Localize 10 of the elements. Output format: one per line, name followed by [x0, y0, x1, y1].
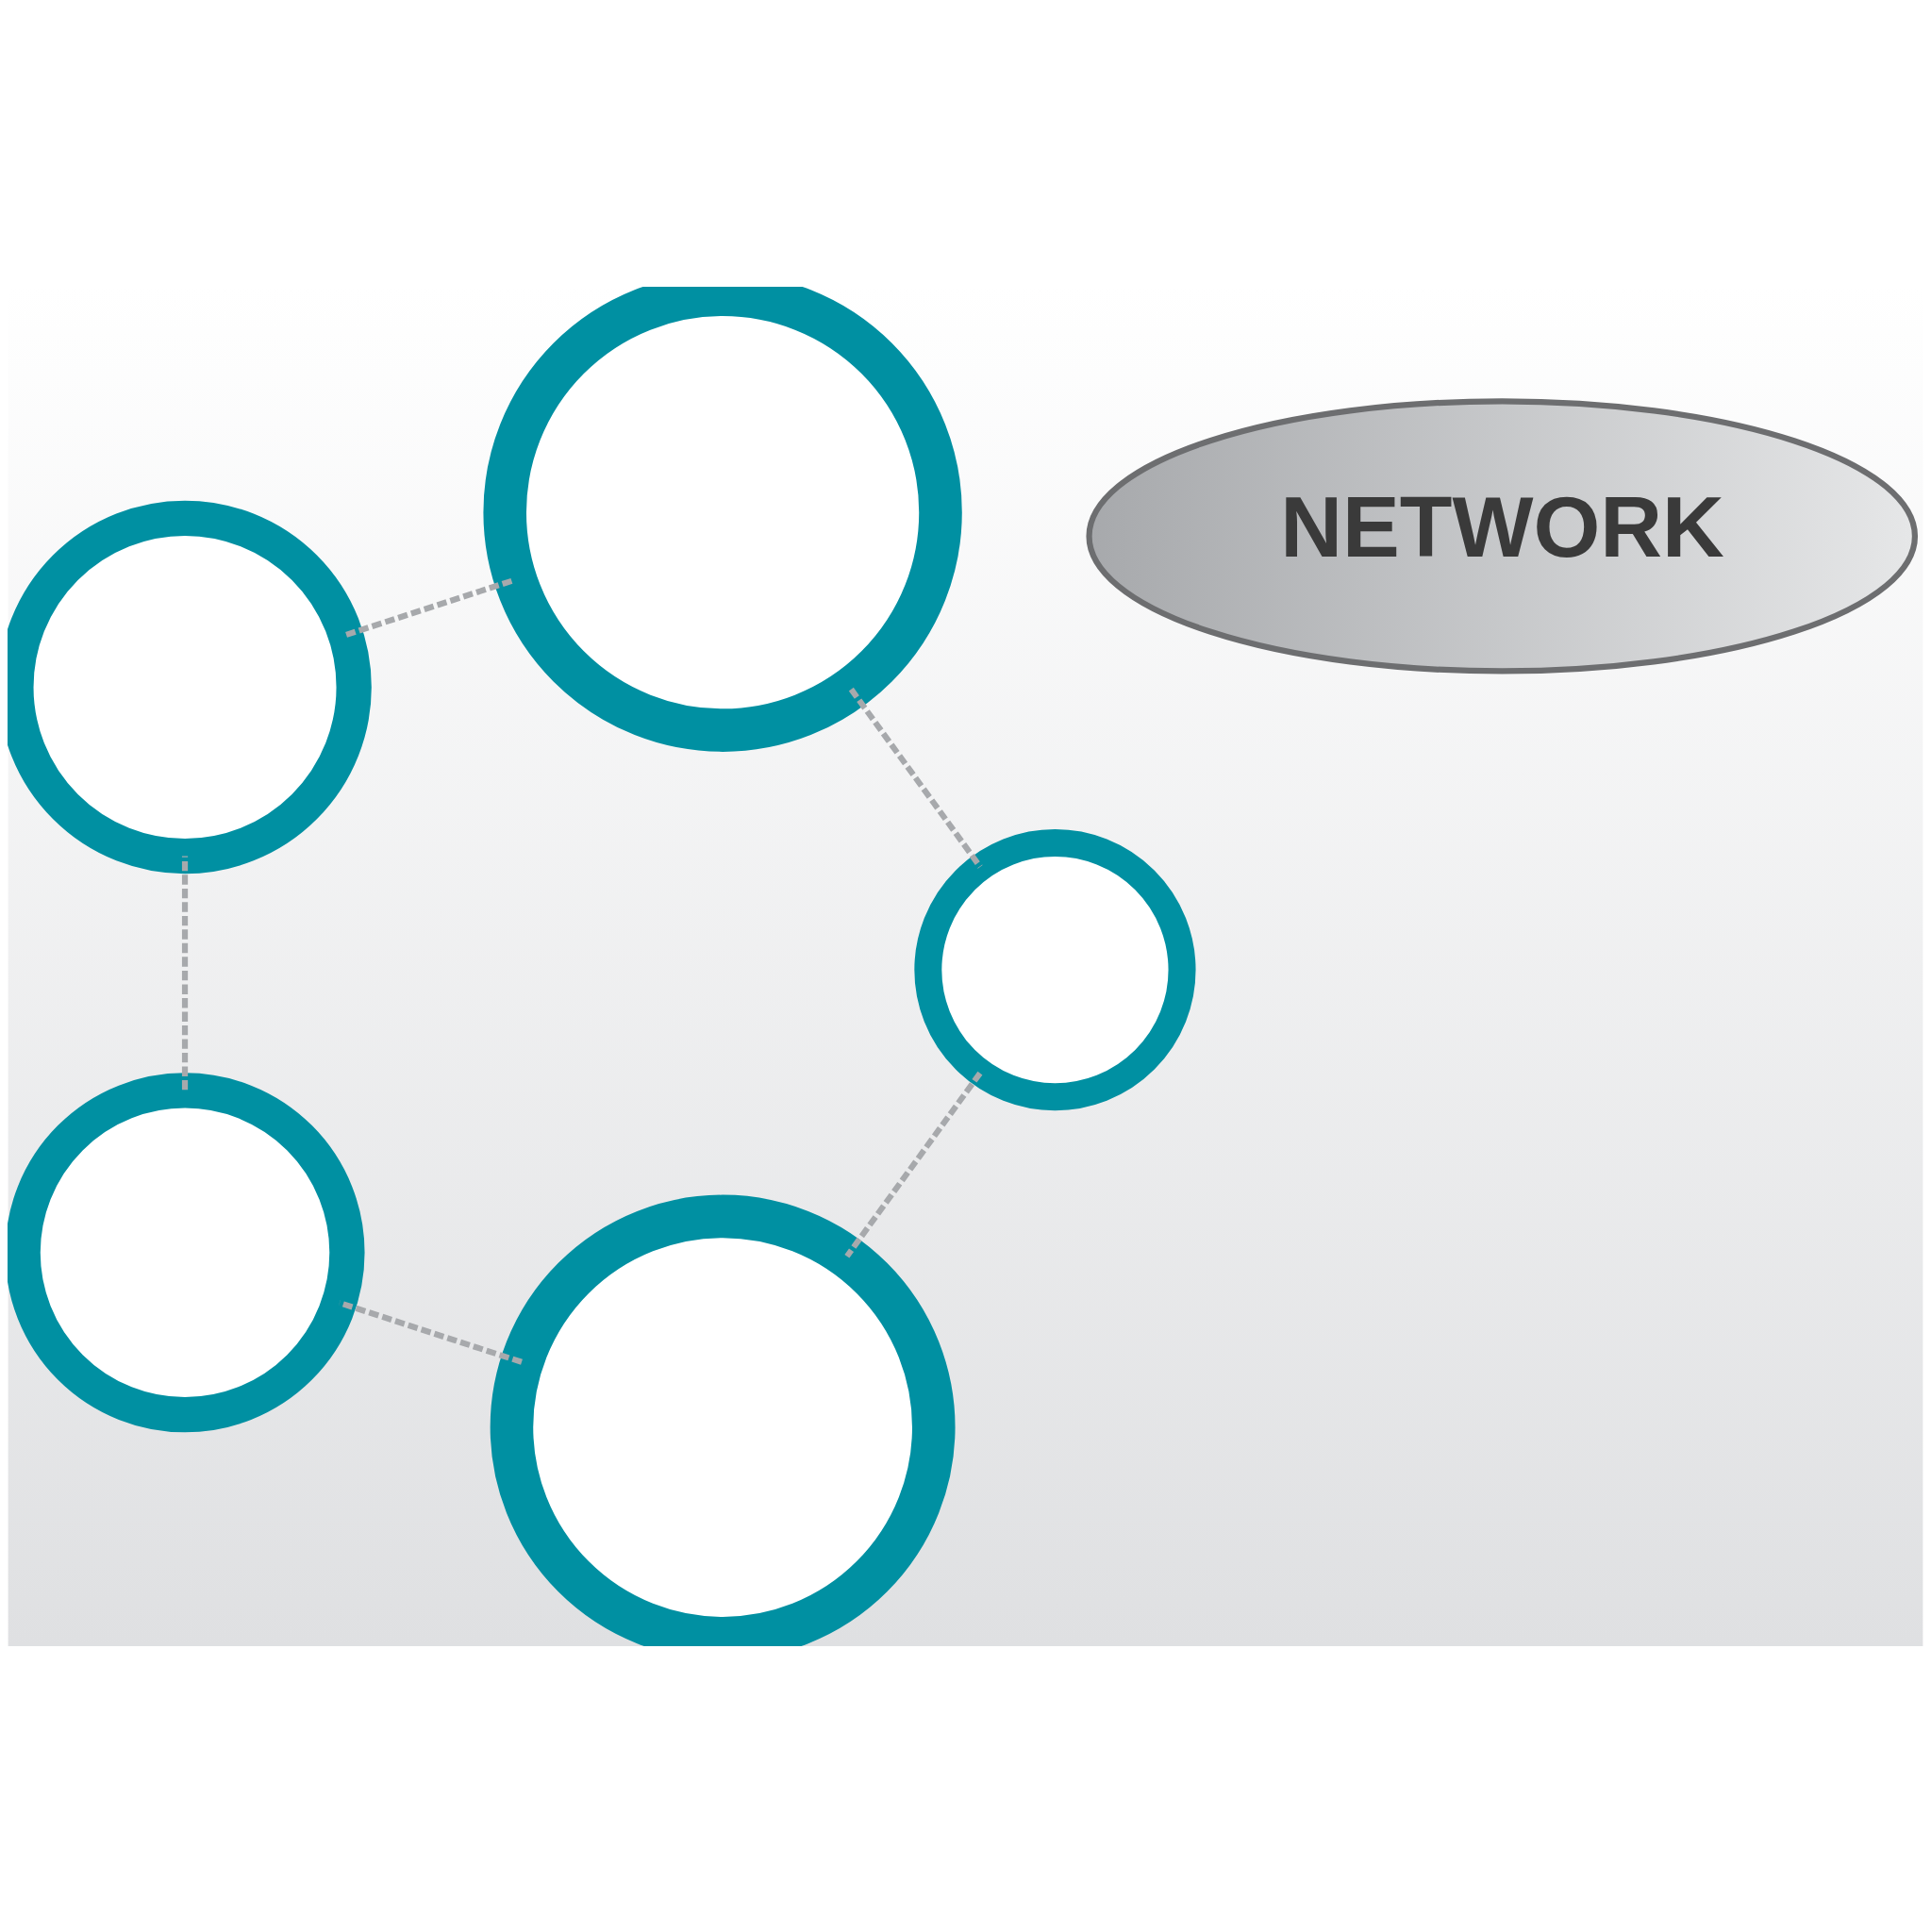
connector	[848, 687, 983, 869]
connector	[181, 856, 189, 1090]
node-circle	[483, 286, 962, 752]
node-circle	[8, 1072, 365, 1432]
node-circle	[914, 828, 1196, 1110]
connector	[844, 1071, 983, 1258]
node-ellipse: NETWORK	[1086, 397, 1919, 675]
connector	[338, 1299, 523, 1365]
node-circle	[8, 500, 372, 874]
node-circle	[490, 1194, 956, 1646]
